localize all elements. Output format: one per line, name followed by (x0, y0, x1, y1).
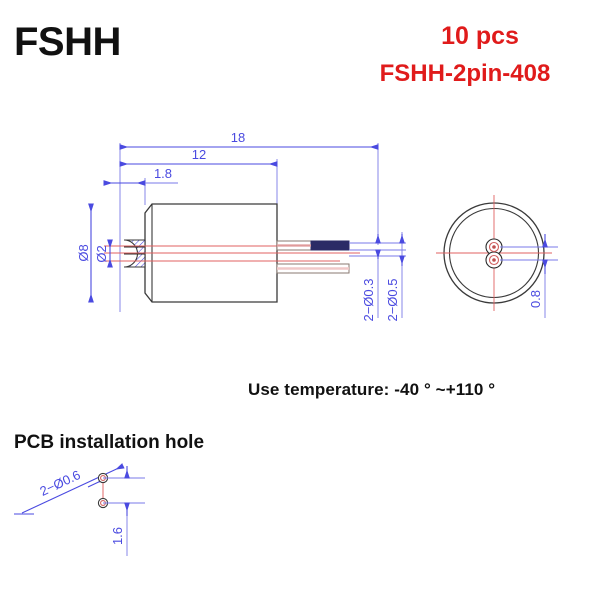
wire-leads (276, 240, 350, 274)
dimension-overall-length-text: 18 (231, 130, 245, 145)
dimension-lead-outer-text: 2−Ø0.5 (385, 278, 400, 321)
temperature-note: Use temperature: -40 ° ~+110 ° (248, 380, 496, 399)
dimension-tip-length-text: 1.8 (154, 166, 172, 181)
pcb-section-title: PCB installation hole (14, 432, 205, 453)
core-nose-hatched (123, 239, 146, 268)
dimension-pcb-hole-callout-text: 2−Ø0.6 (37, 467, 82, 499)
dimension-core-diameter: Ø2 (94, 239, 113, 268)
dimension-tip-length: 1.8 (103, 166, 178, 186)
dimension-lead-outer: 2−Ø0.5 (385, 234, 405, 322)
dimension-pin-spacing: 0.8 (528, 234, 548, 308)
dimension-body-length-text: 12 (192, 147, 206, 162)
quantity-label: 10 pcs (441, 22, 519, 50)
dimension-lead-inner: 2−Ø0.3 (361, 234, 381, 322)
dimension-body-diameter-text: Ø8 (76, 244, 91, 261)
dimension-core-diameter-text: Ø2 (94, 245, 109, 262)
dimension-body-diameter: Ø8 (76, 203, 94, 303)
brand-logo: FSHH (14, 20, 121, 64)
dimension-pcb-hole-spacing-text: 1.6 (110, 527, 125, 545)
dimension-pin-spacing-text: 0.8 (528, 290, 543, 308)
dimension-body-length: 12 (119, 147, 278, 167)
dimension-lead-inner-text: 2−Ø0.3 (361, 278, 376, 321)
pcb-hole-detail: 2−Ø0.6 1.6 (14, 463, 145, 556)
dimension-overall-length: 18 (119, 130, 379, 150)
model-number-label: FSHH-2pin-408 (379, 60, 551, 87)
end-view (436, 195, 552, 311)
